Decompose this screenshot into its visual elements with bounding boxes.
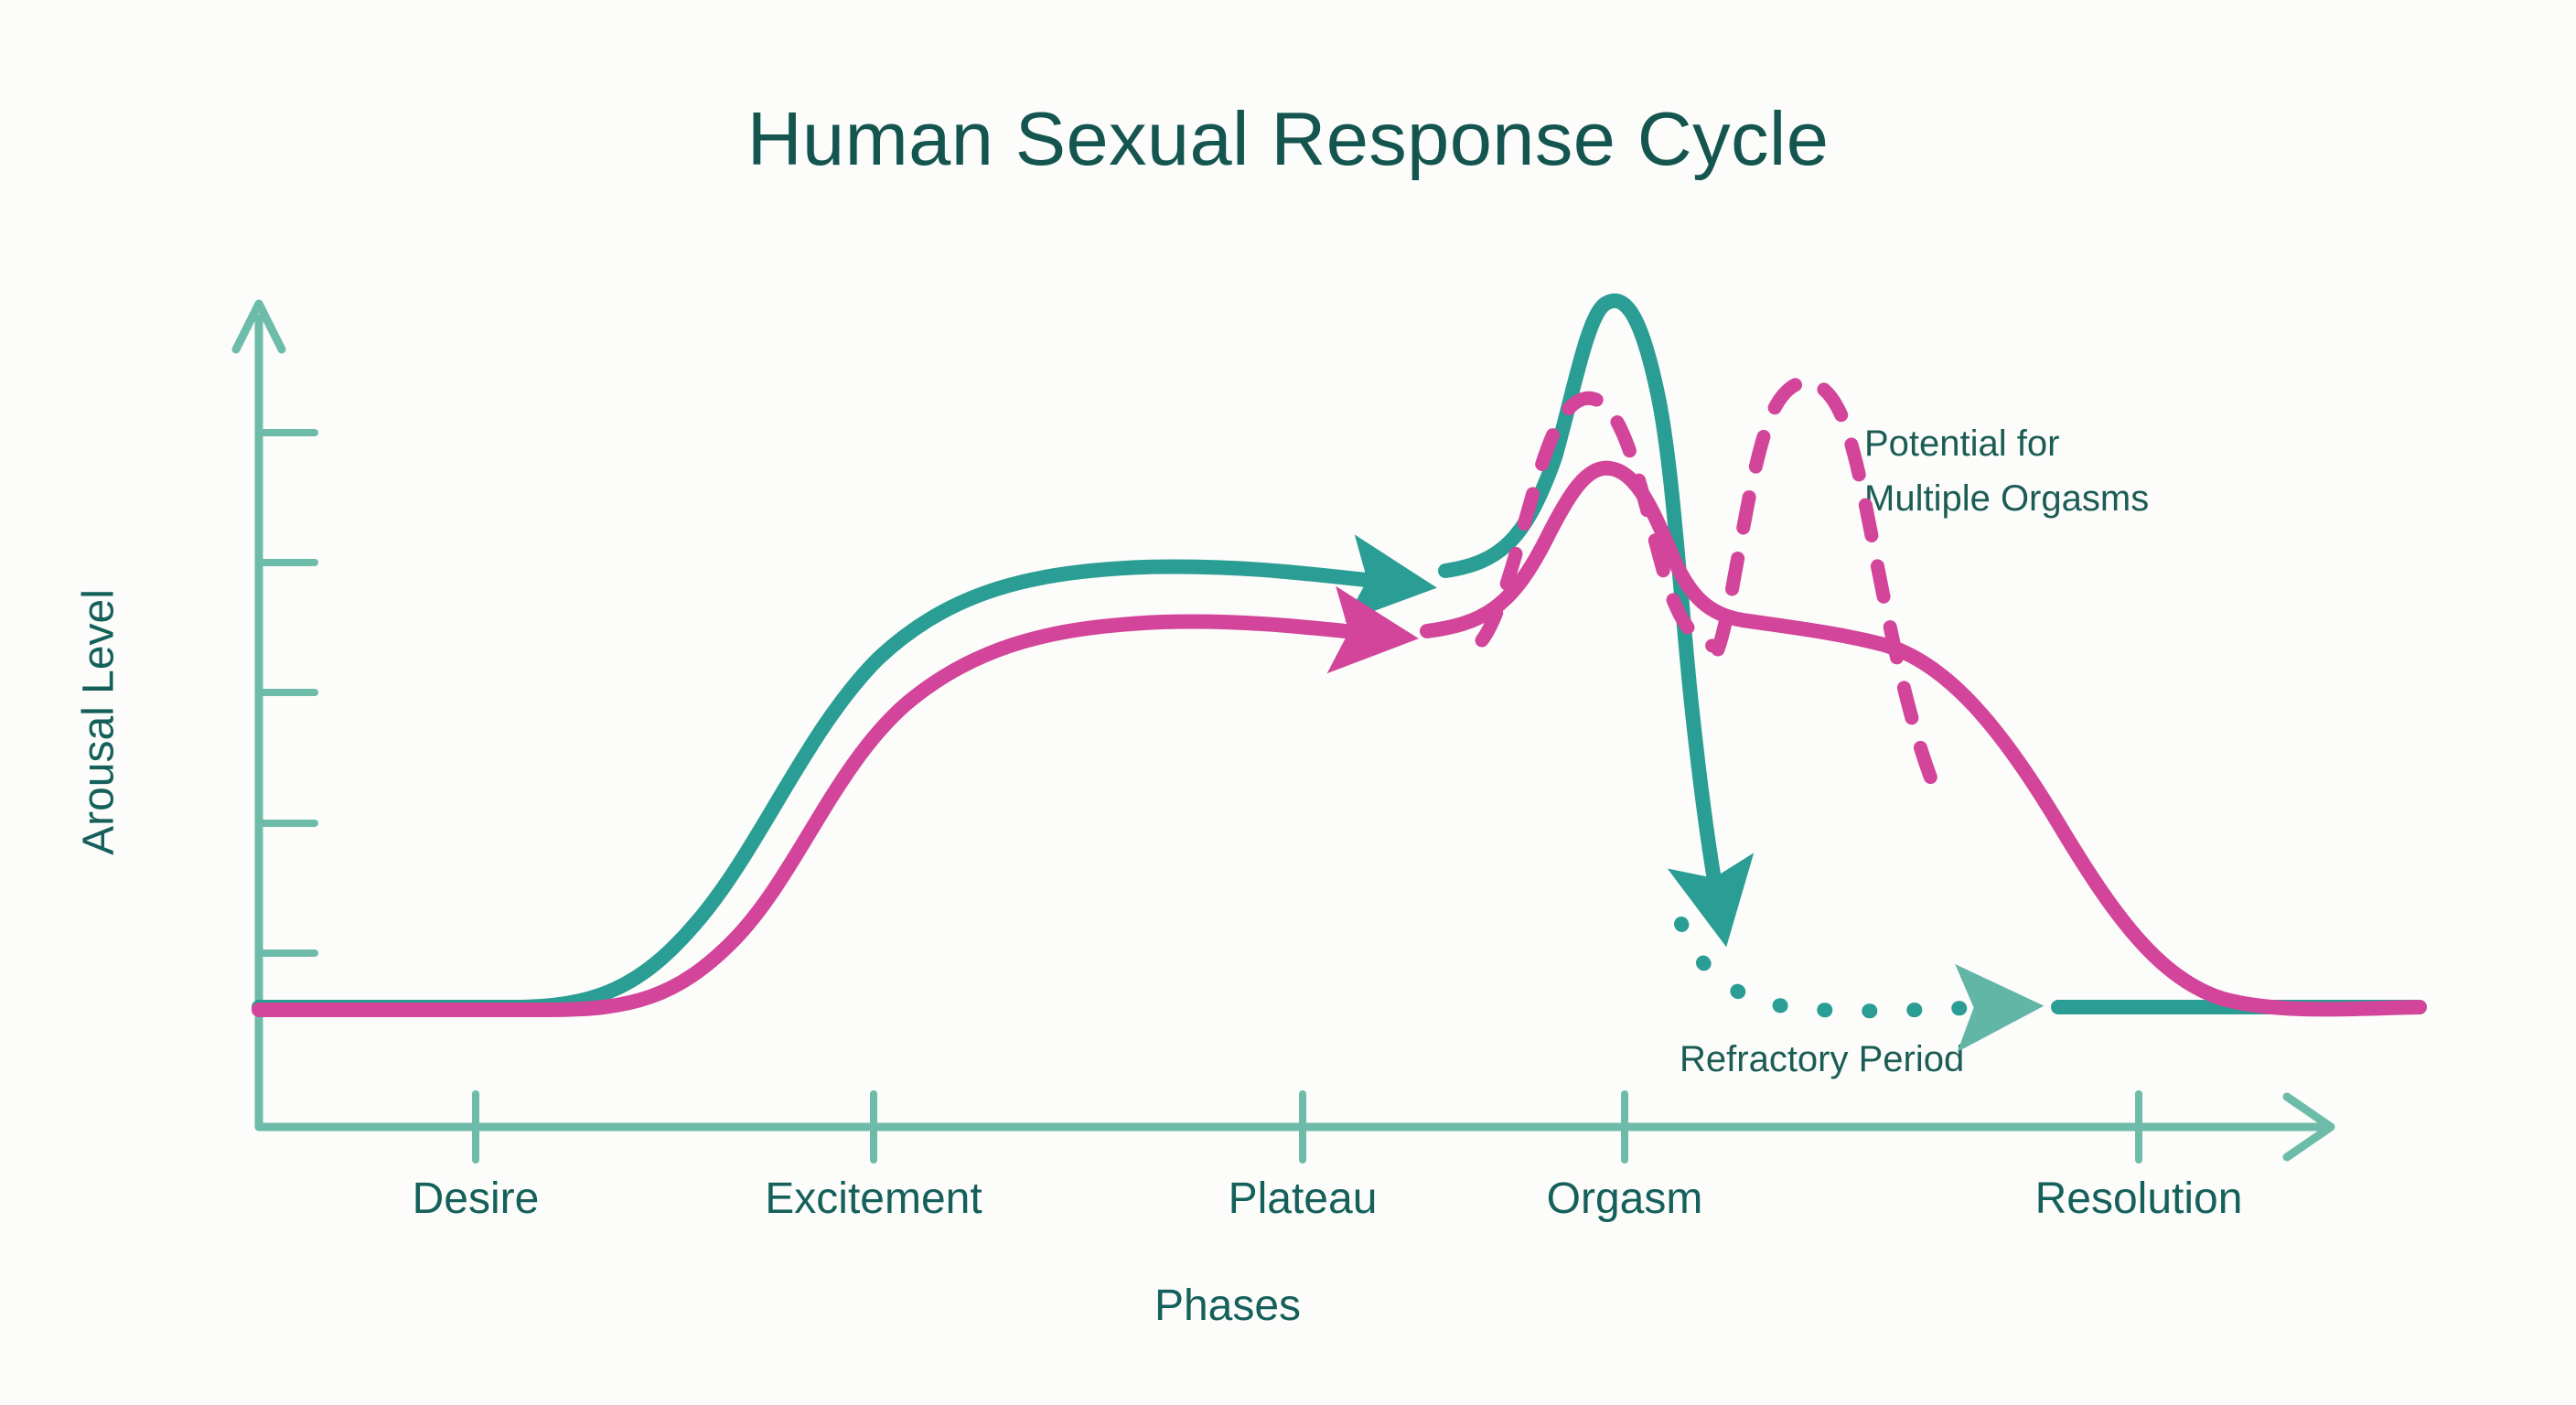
curve-pink-dashed-hump-2 bbox=[1711, 375, 1948, 810]
x-axis-ticks bbox=[472, 1090, 2142, 1164]
annotation-multiple-orgasms-line1: Potential for bbox=[1864, 424, 2060, 464]
y-axis-ticks bbox=[255, 429, 318, 957]
curve-pink-rise bbox=[252, 585, 1419, 1017]
x-tick-label-excitement: Excitement bbox=[765, 1174, 982, 1223]
curve-pink-dashed-hump-1 bbox=[1475, 391, 1720, 653]
curve-pink-orgasm-resolution bbox=[1420, 460, 2427, 1017]
curve-teal-orgasm bbox=[1438, 293, 1755, 948]
x-axis bbox=[254, 1090, 2335, 1164]
x-axis-title: Phases bbox=[1154, 1282, 1302, 1330]
x-tick-label-plateau: Plateau bbox=[1228, 1174, 1378, 1223]
curve-teal-refractory-dotted bbox=[1674, 917, 2045, 1053]
annotation-multiple-orgasms-line2: Multiple Orgasms bbox=[1864, 478, 2150, 519]
x-tick-label-desire: Desire bbox=[412, 1174, 540, 1223]
annotation-refractory-period: Refractory Period bbox=[1680, 1039, 1965, 1079]
curve-teal-rise bbox=[252, 534, 1437, 1014]
x-tick-label-orgasm: Orgasm bbox=[1546, 1174, 1703, 1223]
page-title: Human Sexual Response Cycle bbox=[746, 96, 1830, 181]
y-axis bbox=[231, 299, 318, 1132]
x-tick-label-resolution: Resolution bbox=[2034, 1174, 2243, 1223]
